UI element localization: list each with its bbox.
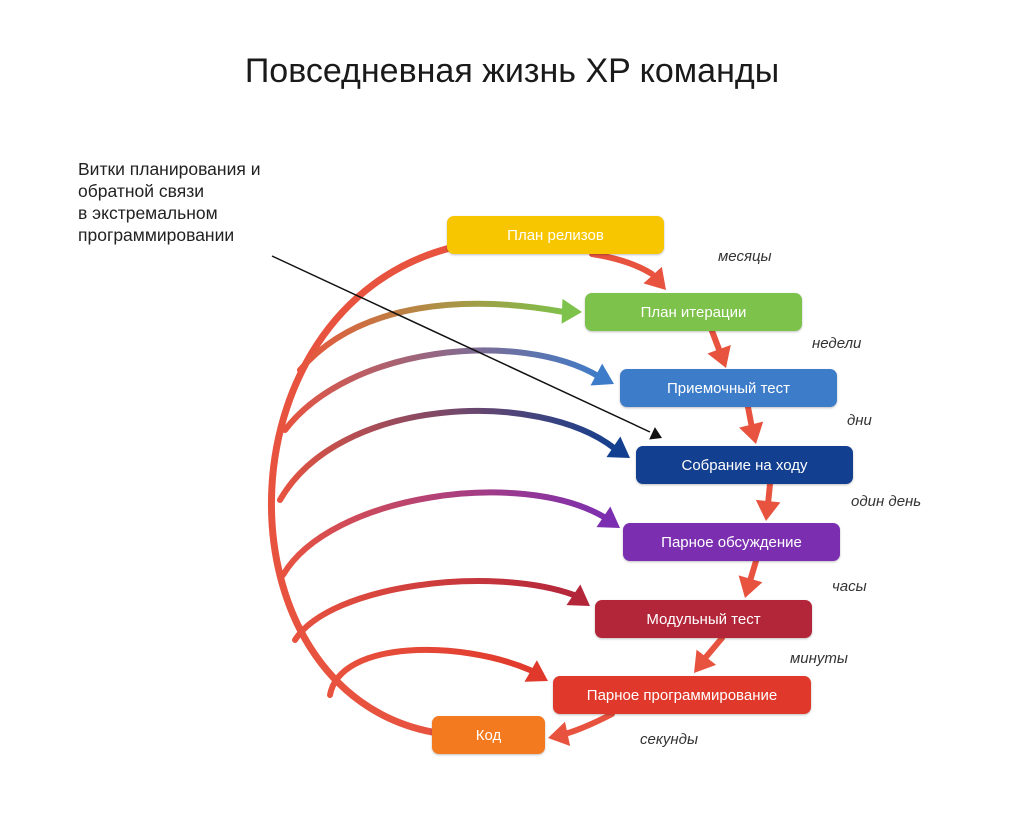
loop-iteration-plan-arrowhead xyxy=(561,298,582,324)
duration-seconds: секунды xyxy=(640,731,699,748)
loop-pair-programming-arrowhead xyxy=(524,660,548,682)
stage-iteration-plan: План итерации xyxy=(585,293,802,331)
loop-pair-programming xyxy=(327,646,533,698)
cascade-arrow-5 xyxy=(747,558,759,584)
duration-hours: часы xyxy=(832,578,867,595)
annotation-line-4: программировании xyxy=(78,225,235,245)
loop-iteration-plan xyxy=(297,300,567,373)
duration-minutes: минуты xyxy=(790,650,848,667)
loop-unit-test xyxy=(292,578,577,643)
duration-weeks: недели xyxy=(812,335,862,352)
annotation-line-1: Витки планирования и xyxy=(78,159,261,179)
cascade-arrow-7 xyxy=(562,711,615,737)
cascade-arrowhead-6 xyxy=(694,649,717,673)
cascade-arrow-1 xyxy=(589,251,655,277)
annotation-note: Витки планирования и обратной связи в эк… xyxy=(78,158,338,246)
annotation-line-3: в экстремальном xyxy=(78,203,218,223)
stage-release-plan: План релизов xyxy=(447,216,664,254)
loop-acceptance-test-arrowhead xyxy=(590,363,614,386)
stage-pair-programming: Парное программирование xyxy=(553,676,811,714)
loop-pair-discussion xyxy=(280,489,607,578)
duration-days: дни xyxy=(847,412,872,429)
cascade-arrowhead-1 xyxy=(643,266,666,290)
page-title: Повседневная жизнь XP команды xyxy=(244,52,780,90)
loop-release-plan xyxy=(268,244,454,736)
stage-acceptance-test: Приемочный тест xyxy=(620,369,837,407)
duration-months: месяцы xyxy=(718,248,772,265)
cascade-arrowhead-7 xyxy=(548,721,571,746)
annotation-line-2: обратной связи xyxy=(78,181,205,201)
cascade-arrowhead-5 xyxy=(738,575,763,598)
stage-pair-discussion: Парное обсуждение xyxy=(623,523,840,561)
cascade-arrow-4 xyxy=(765,481,773,507)
loop-standup xyxy=(277,408,617,503)
cascade-arrowhead-3 xyxy=(739,421,764,444)
cascade-arrowhead-4 xyxy=(755,499,781,521)
annotation-pointer-arrowhead xyxy=(649,427,662,440)
loop-standup-arrowhead xyxy=(606,436,630,458)
duration-one-day: один день xyxy=(851,493,922,510)
loop-unit-test-arrowhead xyxy=(566,584,590,606)
stage-unit-test: Модульный тест xyxy=(595,600,812,638)
cascade-arrow-3 xyxy=(745,404,755,431)
cascade-arrow-6 xyxy=(703,635,725,660)
loop-pair-discussion-arrowhead xyxy=(596,506,620,528)
loop-acceptance-test xyxy=(282,347,601,433)
cascade-arrowhead-2 xyxy=(707,344,731,368)
cascade-arrow-2 xyxy=(709,328,723,355)
stage-standup: Собрание на ходу xyxy=(636,446,853,484)
stage-code: Код xyxy=(432,716,545,754)
annotation-pointer-line xyxy=(271,255,651,433)
